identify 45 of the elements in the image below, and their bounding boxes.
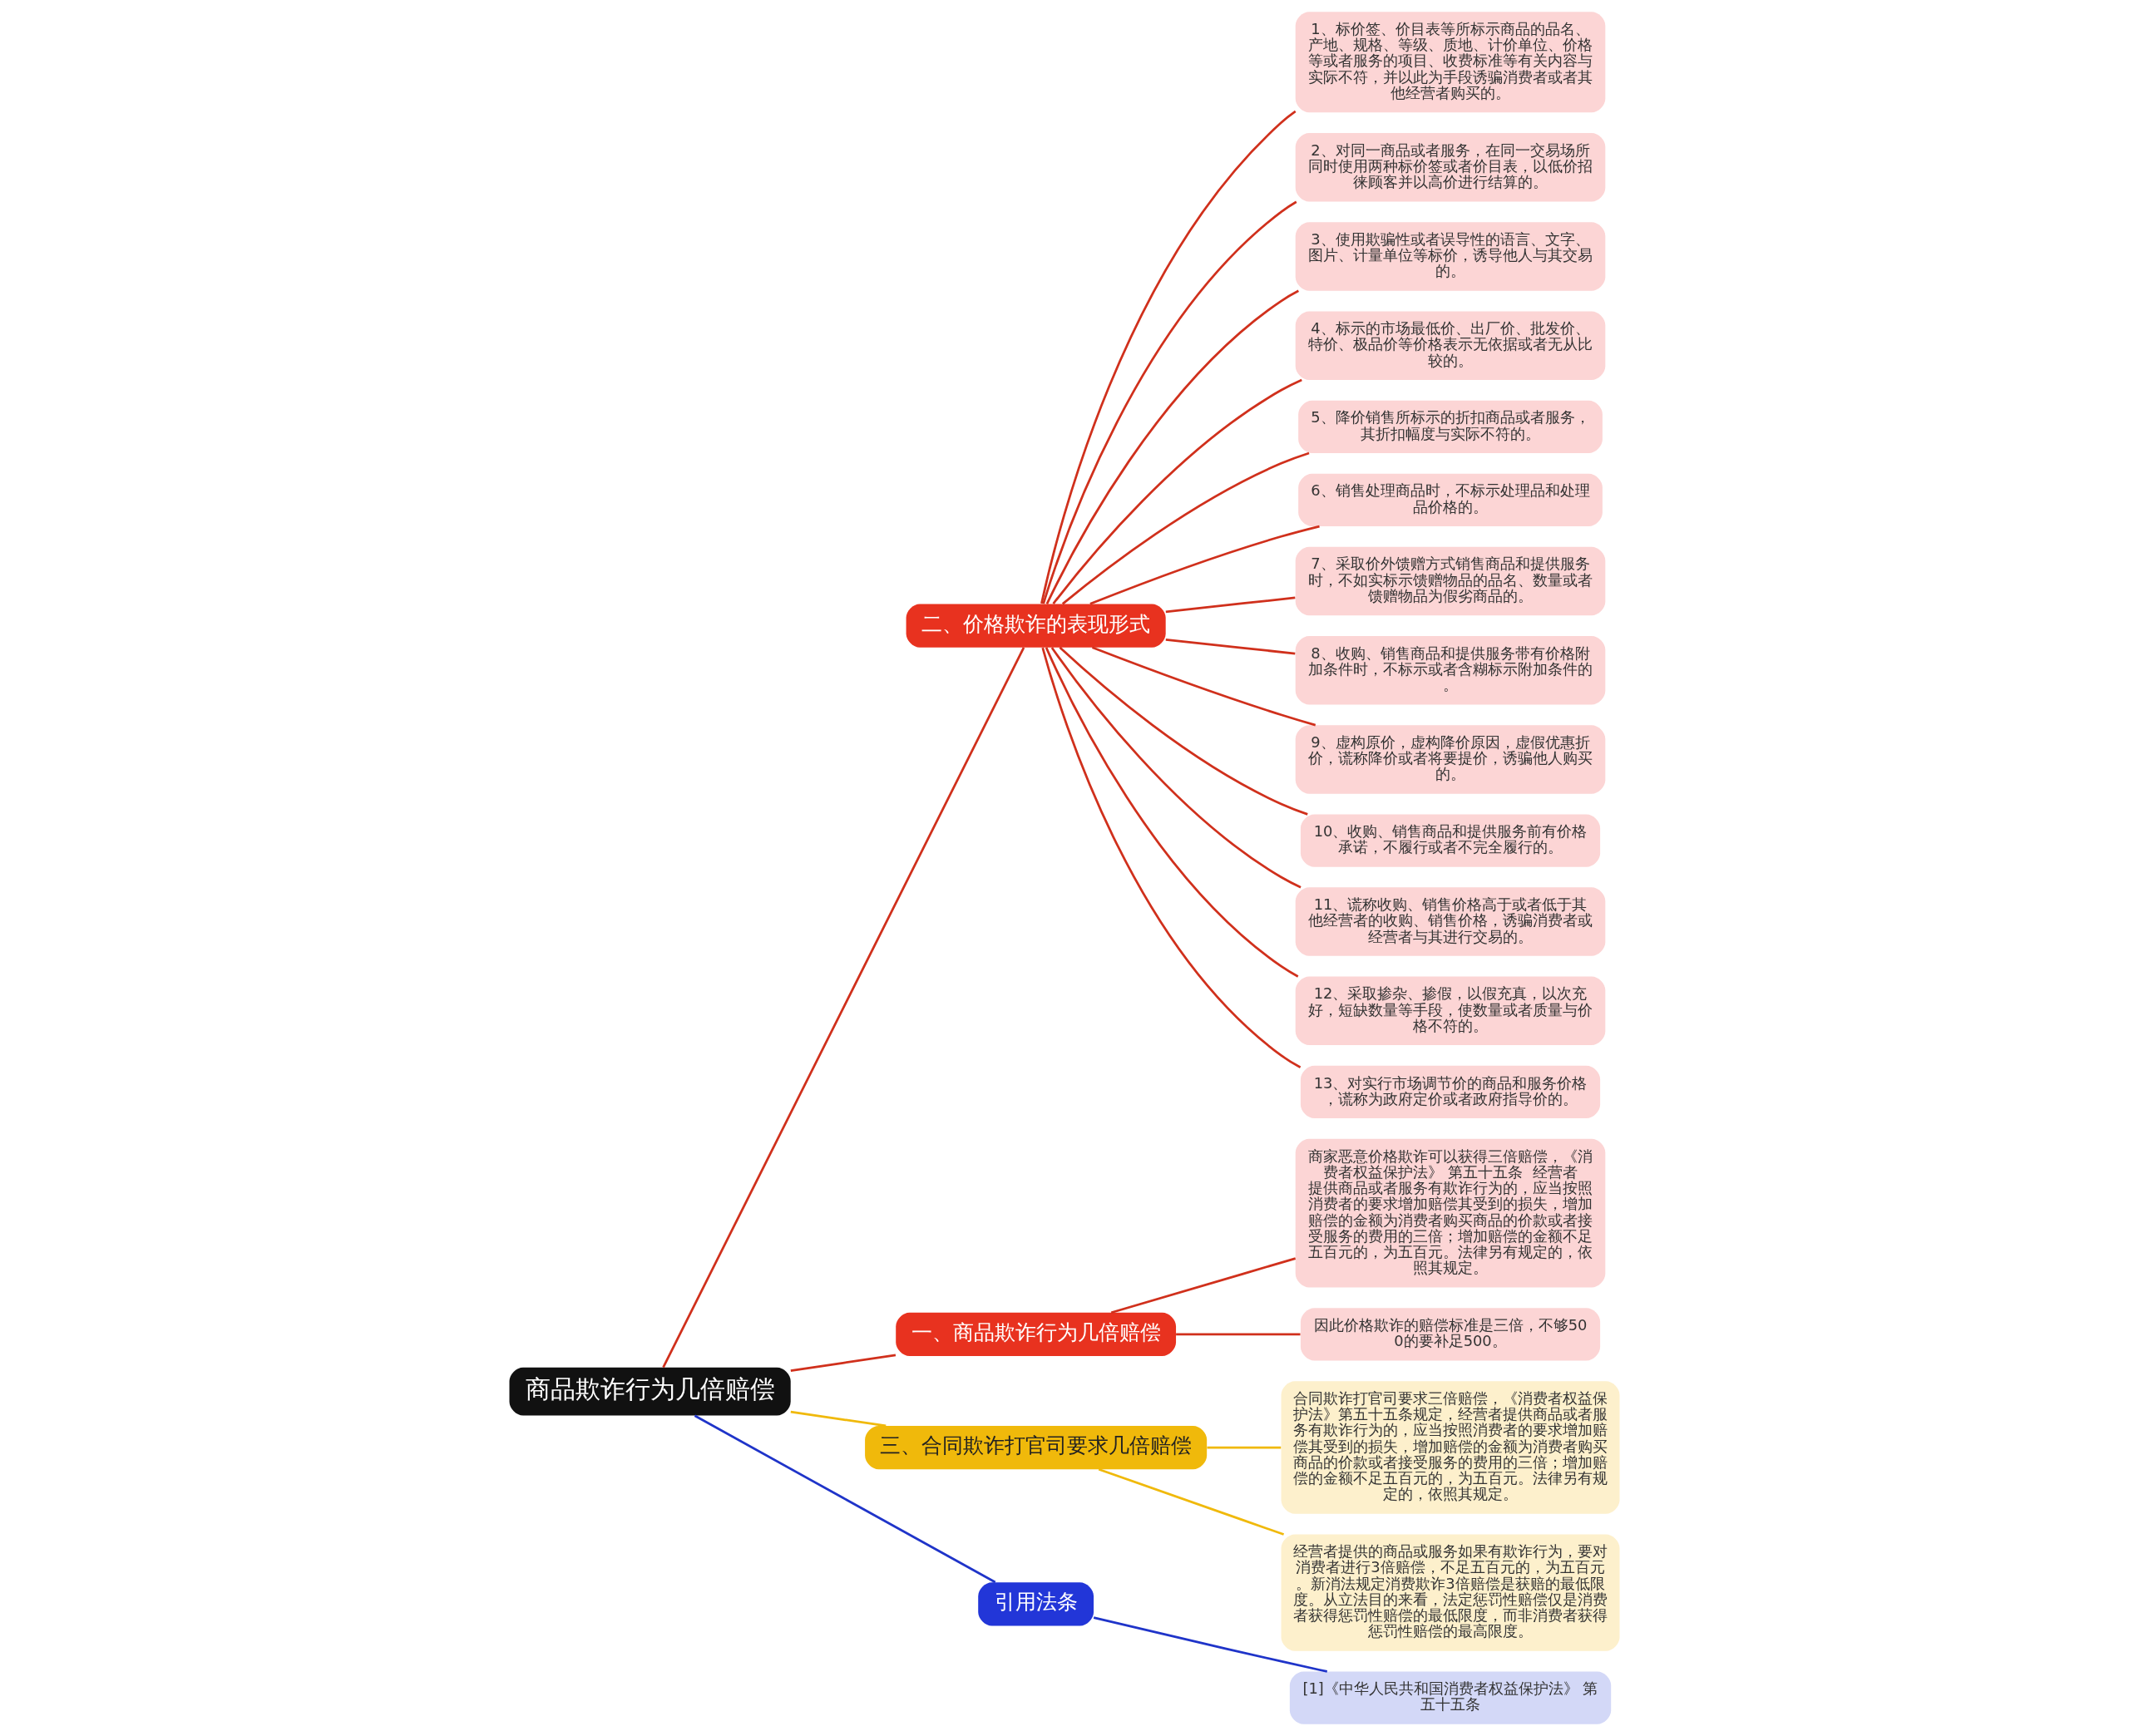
node-box: 9、虚构原价，虚构降价原因，虚假优惠折价，谎称降价或者将要提价，诱骗他人购买的。 — [1295, 725, 1606, 794]
connector — [1091, 646, 1316, 727]
node-box: 5、降价销售所标示的折扣商品或者服务，其折扣幅度与实际不符的。 — [1298, 400, 1603, 453]
node-box: 12、采取掺杂、掺假，以假充真，以次充好，短缺数量等手段，使数量或者质量与价格不符的。 — [1295, 976, 1606, 1046]
node-box: 1、标价签、价目表等所标示商品的品名、产地、规格、等级、质地、计价单位、价格等或者服务的项目、收费标准等有关内容与实际不符，并以此为手段诱骗消费者或者其他经营者购买的。 — [1295, 12, 1606, 113]
connector — [1098, 1467, 1285, 1536]
node-box: 经营者提供的商品或服务如果有欺诈行为，要对消费者进行3倍赔偿，不足五百元的，为五百元。新消法规定消费欺诈3倍赔偿是获赔的最低限度。从立法目的来看，法定惩罚性赔偿仅是消费者获得惩罚性赔偿的最低限度，而非消费者获得惩罚性赔偿的最高限度。 — [1281, 1534, 1620, 1651]
connector — [1050, 647, 1302, 889]
node-box: 11、谎称收购、销售价格高于或者低于其他经营者的收购、销售价格，诱骗消费者或经营者与其进行交易的。 — [1295, 887, 1606, 956]
connector — [790, 1354, 897, 1373]
connector — [1052, 378, 1302, 604]
connector — [1165, 638, 1296, 655]
connector — [662, 647, 1025, 1369]
node-box: 合同欺诈打官司要求三倍赔偿，《消费者权益保护法》第五十五条规定，经营者提供商品或者服务有欺诈行为的，应当按照消费者的要求增加赔偿其受到的损失，增加赔偿的金额为消费者购买商品的价款或者接受服务的费用的三倍；增加赔偿的金额不足五百元的，为五百元。法律另有规定的，依照其规定。 — [1281, 1381, 1620, 1514]
connector — [1045, 289, 1299, 604]
connector — [1042, 200, 1297, 604]
connector — [1207, 1446, 1282, 1449]
node-box: 6、销售处理商品时，不标示处理品和处理品价格的。 — [1298, 473, 1603, 526]
node-box: 8、收购、销售商品和提供服务带有价格附加条件时，不标示或者含糊标示附加条件的。 — [1295, 635, 1606, 705]
connector — [1040, 110, 1297, 604]
connector — [1059, 646, 1308, 816]
node-box: 13、对实行市场调节价的商品和服务价格，谎称为政府定价或者政府指导价的。 — [1300, 1065, 1601, 1119]
node-box: 二、价格欺诈的表现形式 — [906, 604, 1166, 648]
node-box: 因此价格欺诈的赔偿标准是三倍，不够500的要补足500。 — [1300, 1308, 1601, 1361]
connector — [694, 1414, 996, 1584]
node-box: 7、采取价外馈赠方式销售商品和提供服务时，不如实标示馈赠物品的品名、数量或者馈赠物品为假劣商品的。 — [1295, 546, 1606, 616]
connector — [1176, 1333, 1301, 1336]
node-box: 3、使用欺骗性或者误导性的语言、文字、图片、计量单位等标价，诱导他人与其交易的。 — [1295, 222, 1606, 291]
node-box: 一、商品欺诈行为几倍赔偿 — [896, 1312, 1177, 1357]
node-box: 10、收购、销售商品和提供服务前有价格承诺，不履行或者不完全履行的。 — [1300, 814, 1601, 867]
node-box: 4、标示的市场最低价、出厂价、批发价、特价、极品价等价格表示无依据或者无从比较的。 — [1295, 311, 1606, 380]
connector — [1165, 596, 1296, 614]
node-box: 三、合同欺诈打官司要求几倍赔偿 — [865, 1425, 1208, 1470]
node-box: 商品欺诈行为几倍赔偿 — [509, 1367, 791, 1416]
node-box: 2、对同一商品或者服务，在同一交易场所同时使用两种标价签或者价目表，以低价招徕顾客并以高价进行结算的。 — [1295, 132, 1606, 202]
connector — [1061, 451, 1310, 605]
node-box: 商家恶意价格欺诈可以获得三倍赔偿，《消费者权益保护法》 第五十五条 经营者提供商品或者服务有欺诈行为的，应当按照消费者的要求增加赔偿其受到的损失，增加赔偿的金额为消费者购买商品的价款或者接受服务的费用的三倍；增加赔偿的金额不足五百元的，为五百元。法律另有规定的，依照其规定。 — [1295, 1138, 1606, 1288]
connector — [1089, 525, 1320, 605]
connector — [1041, 647, 1302, 1068]
node-box: 引用法条 — [978, 1582, 1094, 1626]
connector — [1045, 647, 1299, 978]
node-box: [1]《中华人民共和国消费者权益保护法》 第五十五条 — [1289, 1671, 1612, 1724]
connector — [1093, 1616, 1328, 1673]
connector — [790, 1410, 887, 1428]
connector — [1110, 1257, 1297, 1314]
